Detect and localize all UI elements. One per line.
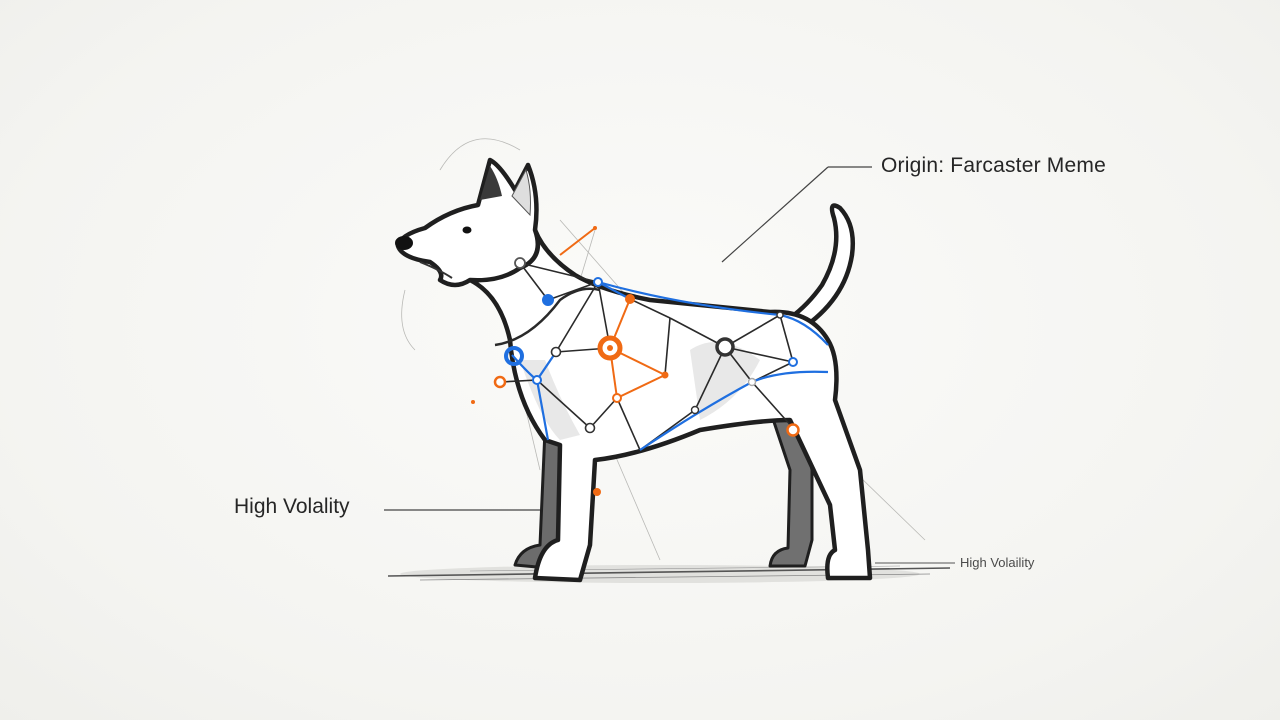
node-neck-blue xyxy=(542,294,554,306)
node-floating-orange-2 xyxy=(471,400,475,404)
node-front-orange xyxy=(493,375,507,389)
node-neck-top xyxy=(514,257,526,269)
volatility-label-right: High Volaility xyxy=(960,555,1035,570)
dog-ear-left xyxy=(480,166,502,200)
node-belly-small xyxy=(690,405,700,415)
volatility-label-left: High Volality xyxy=(234,495,350,518)
node-back-orange xyxy=(625,294,635,304)
node-front-blue xyxy=(532,375,542,385)
node-back-hub xyxy=(715,337,735,357)
node-thigh-orange xyxy=(786,423,800,437)
callout-line-origin xyxy=(721,166,829,263)
node-chest-blue-ring xyxy=(504,346,524,366)
origin-label: Origin: Farcaster Meme xyxy=(881,154,1106,177)
node-flank xyxy=(747,377,757,387)
node-chest-left xyxy=(550,346,562,358)
node-belly-orange xyxy=(612,393,622,403)
dog-collar xyxy=(494,287,601,347)
dog-head xyxy=(395,157,541,288)
node-belly-dark xyxy=(584,422,596,434)
dog-body xyxy=(467,227,873,583)
dog-mouth xyxy=(419,261,453,279)
node-hip-blue xyxy=(788,357,798,367)
node-floating-orange xyxy=(593,226,597,230)
node-leg-orange xyxy=(593,488,601,496)
node-shoulder-top xyxy=(593,277,603,287)
dog-eye xyxy=(462,226,472,234)
node-hip-top xyxy=(776,311,784,319)
node-chest-hub-core xyxy=(607,345,613,351)
dog-nose xyxy=(395,236,413,250)
network-nodes xyxy=(471,226,800,496)
dog-ear-right xyxy=(511,168,531,217)
dog-tail xyxy=(787,203,855,333)
node-mid-orange xyxy=(661,371,669,379)
